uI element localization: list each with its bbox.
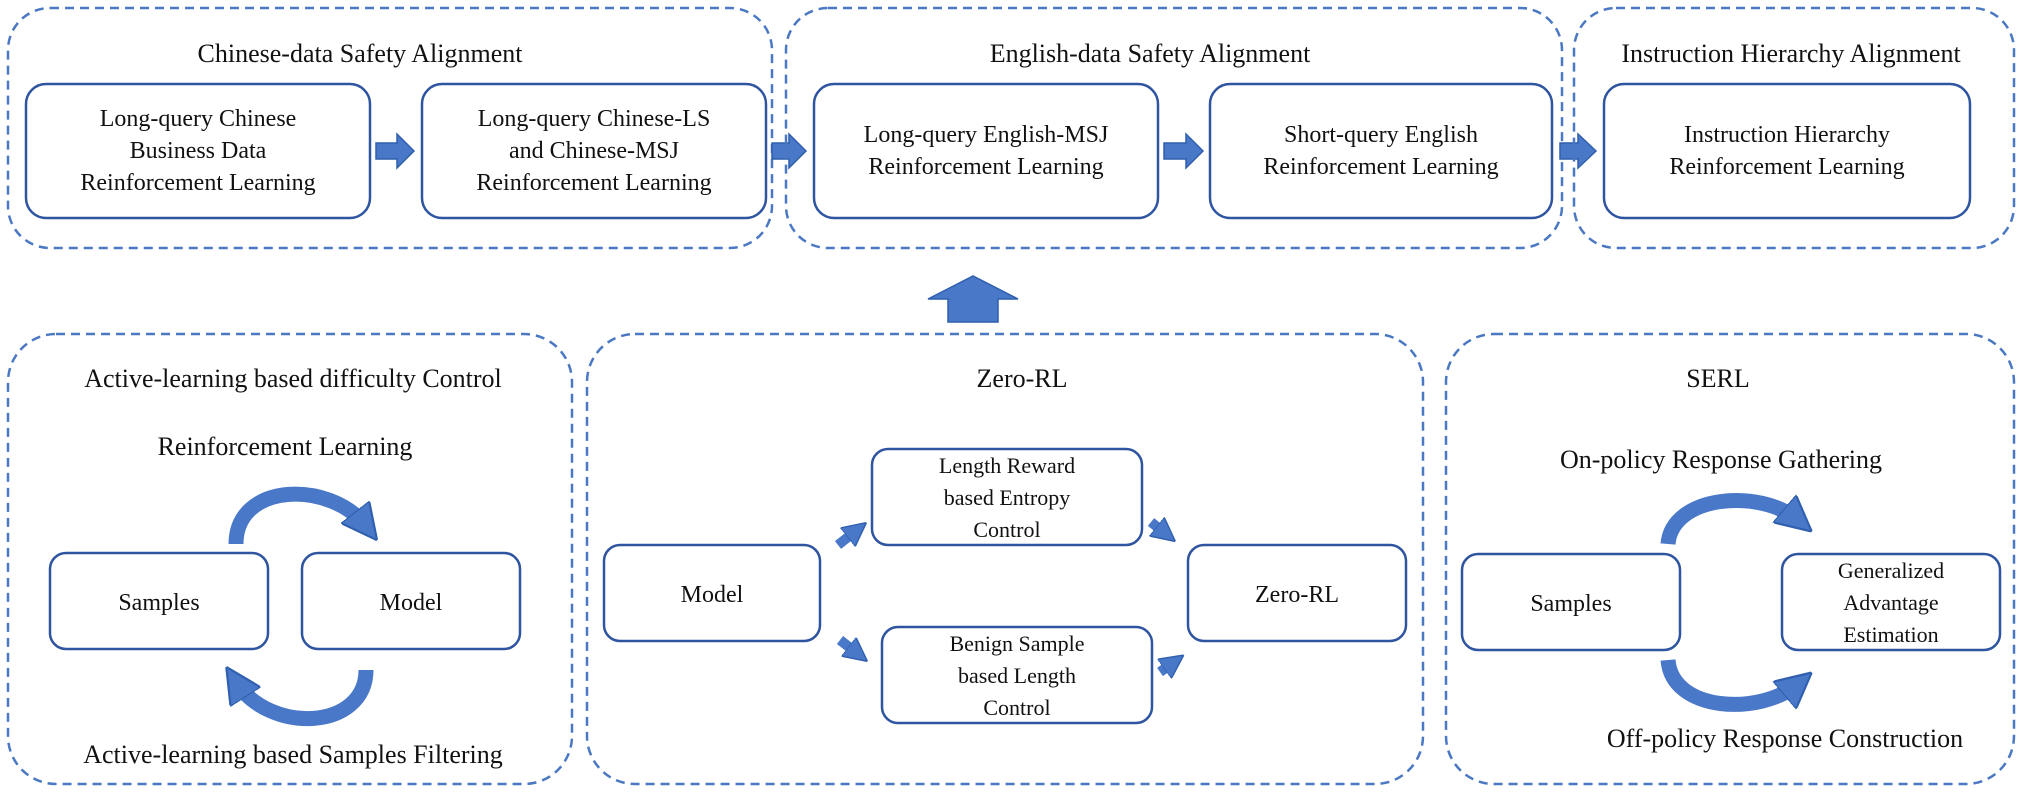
active-samples-box: [48, 551, 270, 651]
cn-ls-msj-line-2: and Chinese-MSJ: [509, 138, 679, 164]
cycle-arrow-icon: [228, 486, 366, 545]
active-rl-label: Reinforcement Learning: [158, 432, 413, 461]
zero-rl-result-label: Zero-RL: [1255, 582, 1339, 608]
length-reward-line-2: based Entropy: [944, 485, 1070, 510]
hierarchy-title: Instruction Hierarchy Alignment: [1621, 39, 1961, 68]
hierarchy-panel: Instruction Hierarchy Alignment Instruct…: [1572, 6, 2016, 250]
serl-samples-label: Samples: [1530, 591, 1611, 617]
serl-title: SERL: [1686, 364, 1750, 393]
serl-samples-box: [1460, 552, 1682, 652]
serl-on-policy-label: On-policy Response Gathering: [1560, 445, 1882, 474]
serl-gae-line-1: Generalized: [1838, 558, 1944, 583]
zero-rl-title: Zero-RL: [977, 364, 1068, 393]
cn-ls-msj-line-1: Long-query Chinese-LS: [478, 106, 711, 132]
active-samples-label: Samples: [118, 590, 199, 616]
serl-gae-box: [1780, 552, 2002, 652]
cn-business-line-2: Business Data: [130, 138, 267, 164]
chinese-safety-panel: Chinese-data Safety Alignment Long-query…: [6, 6, 774, 250]
en-short-line-2: Reinforcement Learning: [1263, 154, 1498, 180]
zero-rl-panel: Zero-RL Model Length Reward based Entrop…: [585, 332, 1425, 786]
benign-line-1: Benign Sample: [949, 631, 1084, 656]
arrow-right-icon: [1163, 132, 1205, 170]
cn-business-line-1: Long-query Chinese: [100, 106, 297, 132]
benign-line-3: Control: [983, 695, 1050, 720]
serl-off-policy-label: Off-policy Response Construction: [1607, 724, 1963, 753]
arrow-up-icon: [927, 275, 1019, 323]
english-safety-panel: English-data Safety Alignment Long-query…: [784, 6, 1564, 250]
active-learning-panel: Active-learning based difficulty Control…: [6, 332, 574, 786]
active-learning-panel-border: [6, 332, 574, 786]
serl-gae-line-3: Estimation: [1843, 622, 1938, 647]
english-safety-panel-border: [784, 6, 1564, 250]
arrow-diagonal-icon: [836, 636, 858, 654]
hierarchy-rl-box: [1602, 82, 1972, 220]
en-short-line-1: Short-query English: [1284, 122, 1478, 148]
arrow-diagonal-icon: [834, 530, 857, 549]
length-reward-line-1: Length Reward: [939, 453, 1075, 478]
serl-panel-border: [1444, 332, 2016, 786]
chinese-safety-title: Chinese-data Safety Alignment: [198, 39, 524, 68]
cn-ls-msj-rl-box: [420, 82, 768, 220]
zero-rl-result-box: [1186, 543, 1408, 643]
active-model-label: Model: [380, 590, 443, 616]
en-msj-rl-box: [812, 82, 1160, 220]
arrow-right-icon: [771, 132, 808, 170]
en-short-rl-box: [1208, 82, 1554, 220]
arrow-right-icon: [375, 132, 416, 170]
hierarchy-panel-border: [1572, 6, 2016, 250]
arrow-diagonal-icon: [1147, 522, 1166, 534]
arrow-right-icon: [1559, 132, 1598, 170]
serl-panel: SERL On-policy Response Gathering Sample…: [1444, 332, 2016, 786]
active-learning-title: Active-learning based difficulty Control: [84, 364, 502, 393]
zero-model-box: [602, 543, 822, 643]
length-reward-line-3: Control: [973, 517, 1040, 542]
off-policy-arrow-icon: [1660, 658, 1798, 712]
active-model-box: [300, 551, 522, 651]
serl-gae-line-2: Advantage: [1843, 590, 1938, 615]
zero-model-label: Model: [681, 582, 744, 608]
english-safety-title: English-data Safety Alignment: [990, 39, 1311, 68]
cycle-arrow-icon: [236, 670, 374, 727]
length-reward-box: [870, 447, 1144, 547]
chinese-safety-panel-border: [6, 6, 774, 250]
en-msj-line-2: Reinforcement Learning: [868, 154, 1103, 180]
cn-business-rl-box: [24, 82, 372, 220]
active-filtering-label: Active-learning based Samples Filtering: [83, 740, 503, 769]
cn-ls-msj-line-3: Reinforcement Learning: [476, 170, 711, 196]
on-policy-arrow-icon: [1660, 493, 1798, 546]
hierarchy-line-2: Reinforcement Learning: [1669, 154, 1904, 180]
zero-rl-panel-border: [585, 332, 1425, 786]
benign-line-2: based Length: [958, 663, 1076, 688]
arrow-diagonal-icon: [1157, 662, 1174, 672]
hierarchy-line-1: Instruction Hierarchy: [1684, 122, 1890, 148]
cn-business-line-3: Reinforcement Learning: [80, 170, 315, 196]
benign-sample-box: [880, 625, 1154, 725]
en-msj-line-1: Long-query English-MSJ: [864, 122, 1109, 148]
